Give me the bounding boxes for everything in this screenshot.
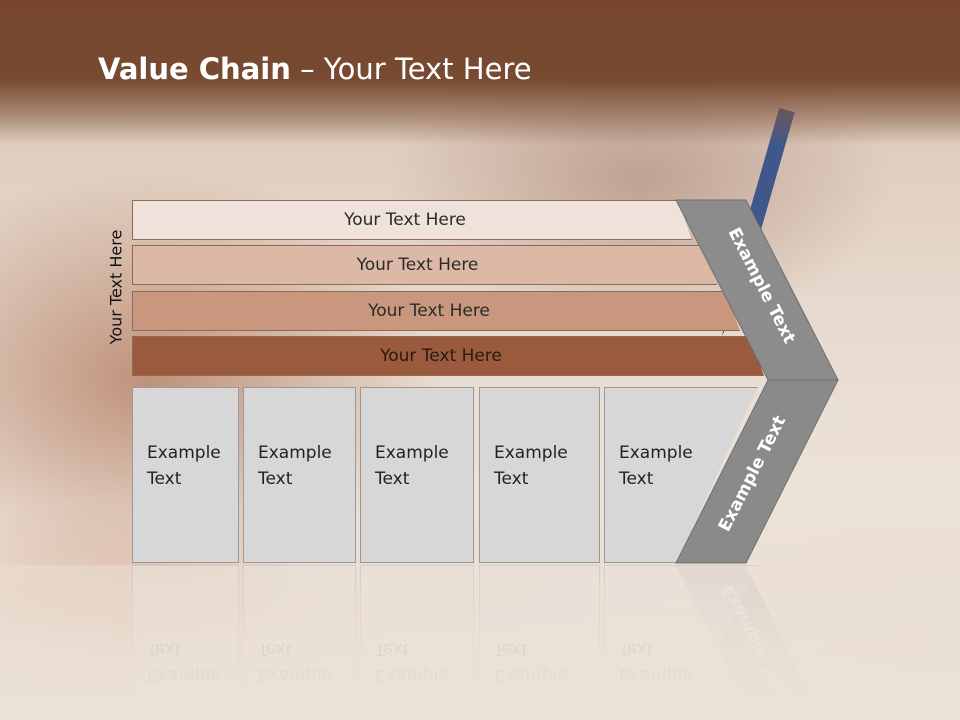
support-bar-2: Your Text Here: [132, 245, 717, 285]
primary-activity-box-1: Example Text: [132, 387, 239, 563]
box-5-line-1: Example: [619, 443, 693, 463]
box-2-line-1: Example: [258, 443, 332, 463]
support-bar-1: Your Text Here: [132, 200, 692, 240]
box-1-line-1: Example: [147, 443, 221, 463]
title-header-band: [0, 0, 960, 145]
primary-activity-box-2: Example Text: [243, 387, 356, 563]
box-1-line-2: Text: [147, 469, 182, 489]
chevron-lower-half: [675, 379, 839, 564]
title-rest: – Your Text Here: [290, 52, 532, 86]
slide-title: Value Chain – Your Text Here: [98, 52, 532, 86]
reflection-fade: [0, 565, 960, 720]
support-bar-3: Your Text Here: [132, 291, 740, 331]
support-bar-4: Your Text Here: [132, 336, 764, 376]
box-4-line-2: Text: [494, 469, 529, 489]
box-2-line-2: Text: [258, 469, 293, 489]
primary-activity-box-4: Example Text: [479, 387, 600, 563]
box-4-line-1: Example: [494, 443, 568, 463]
box-5-line-2: Text: [619, 469, 654, 489]
box-3-line-1: Example: [375, 443, 449, 463]
box-3-line-2: Text: [375, 469, 410, 489]
title-bold: Value Chain: [98, 52, 291, 86]
primary-activity-box-3: Example Text: [360, 387, 474, 563]
